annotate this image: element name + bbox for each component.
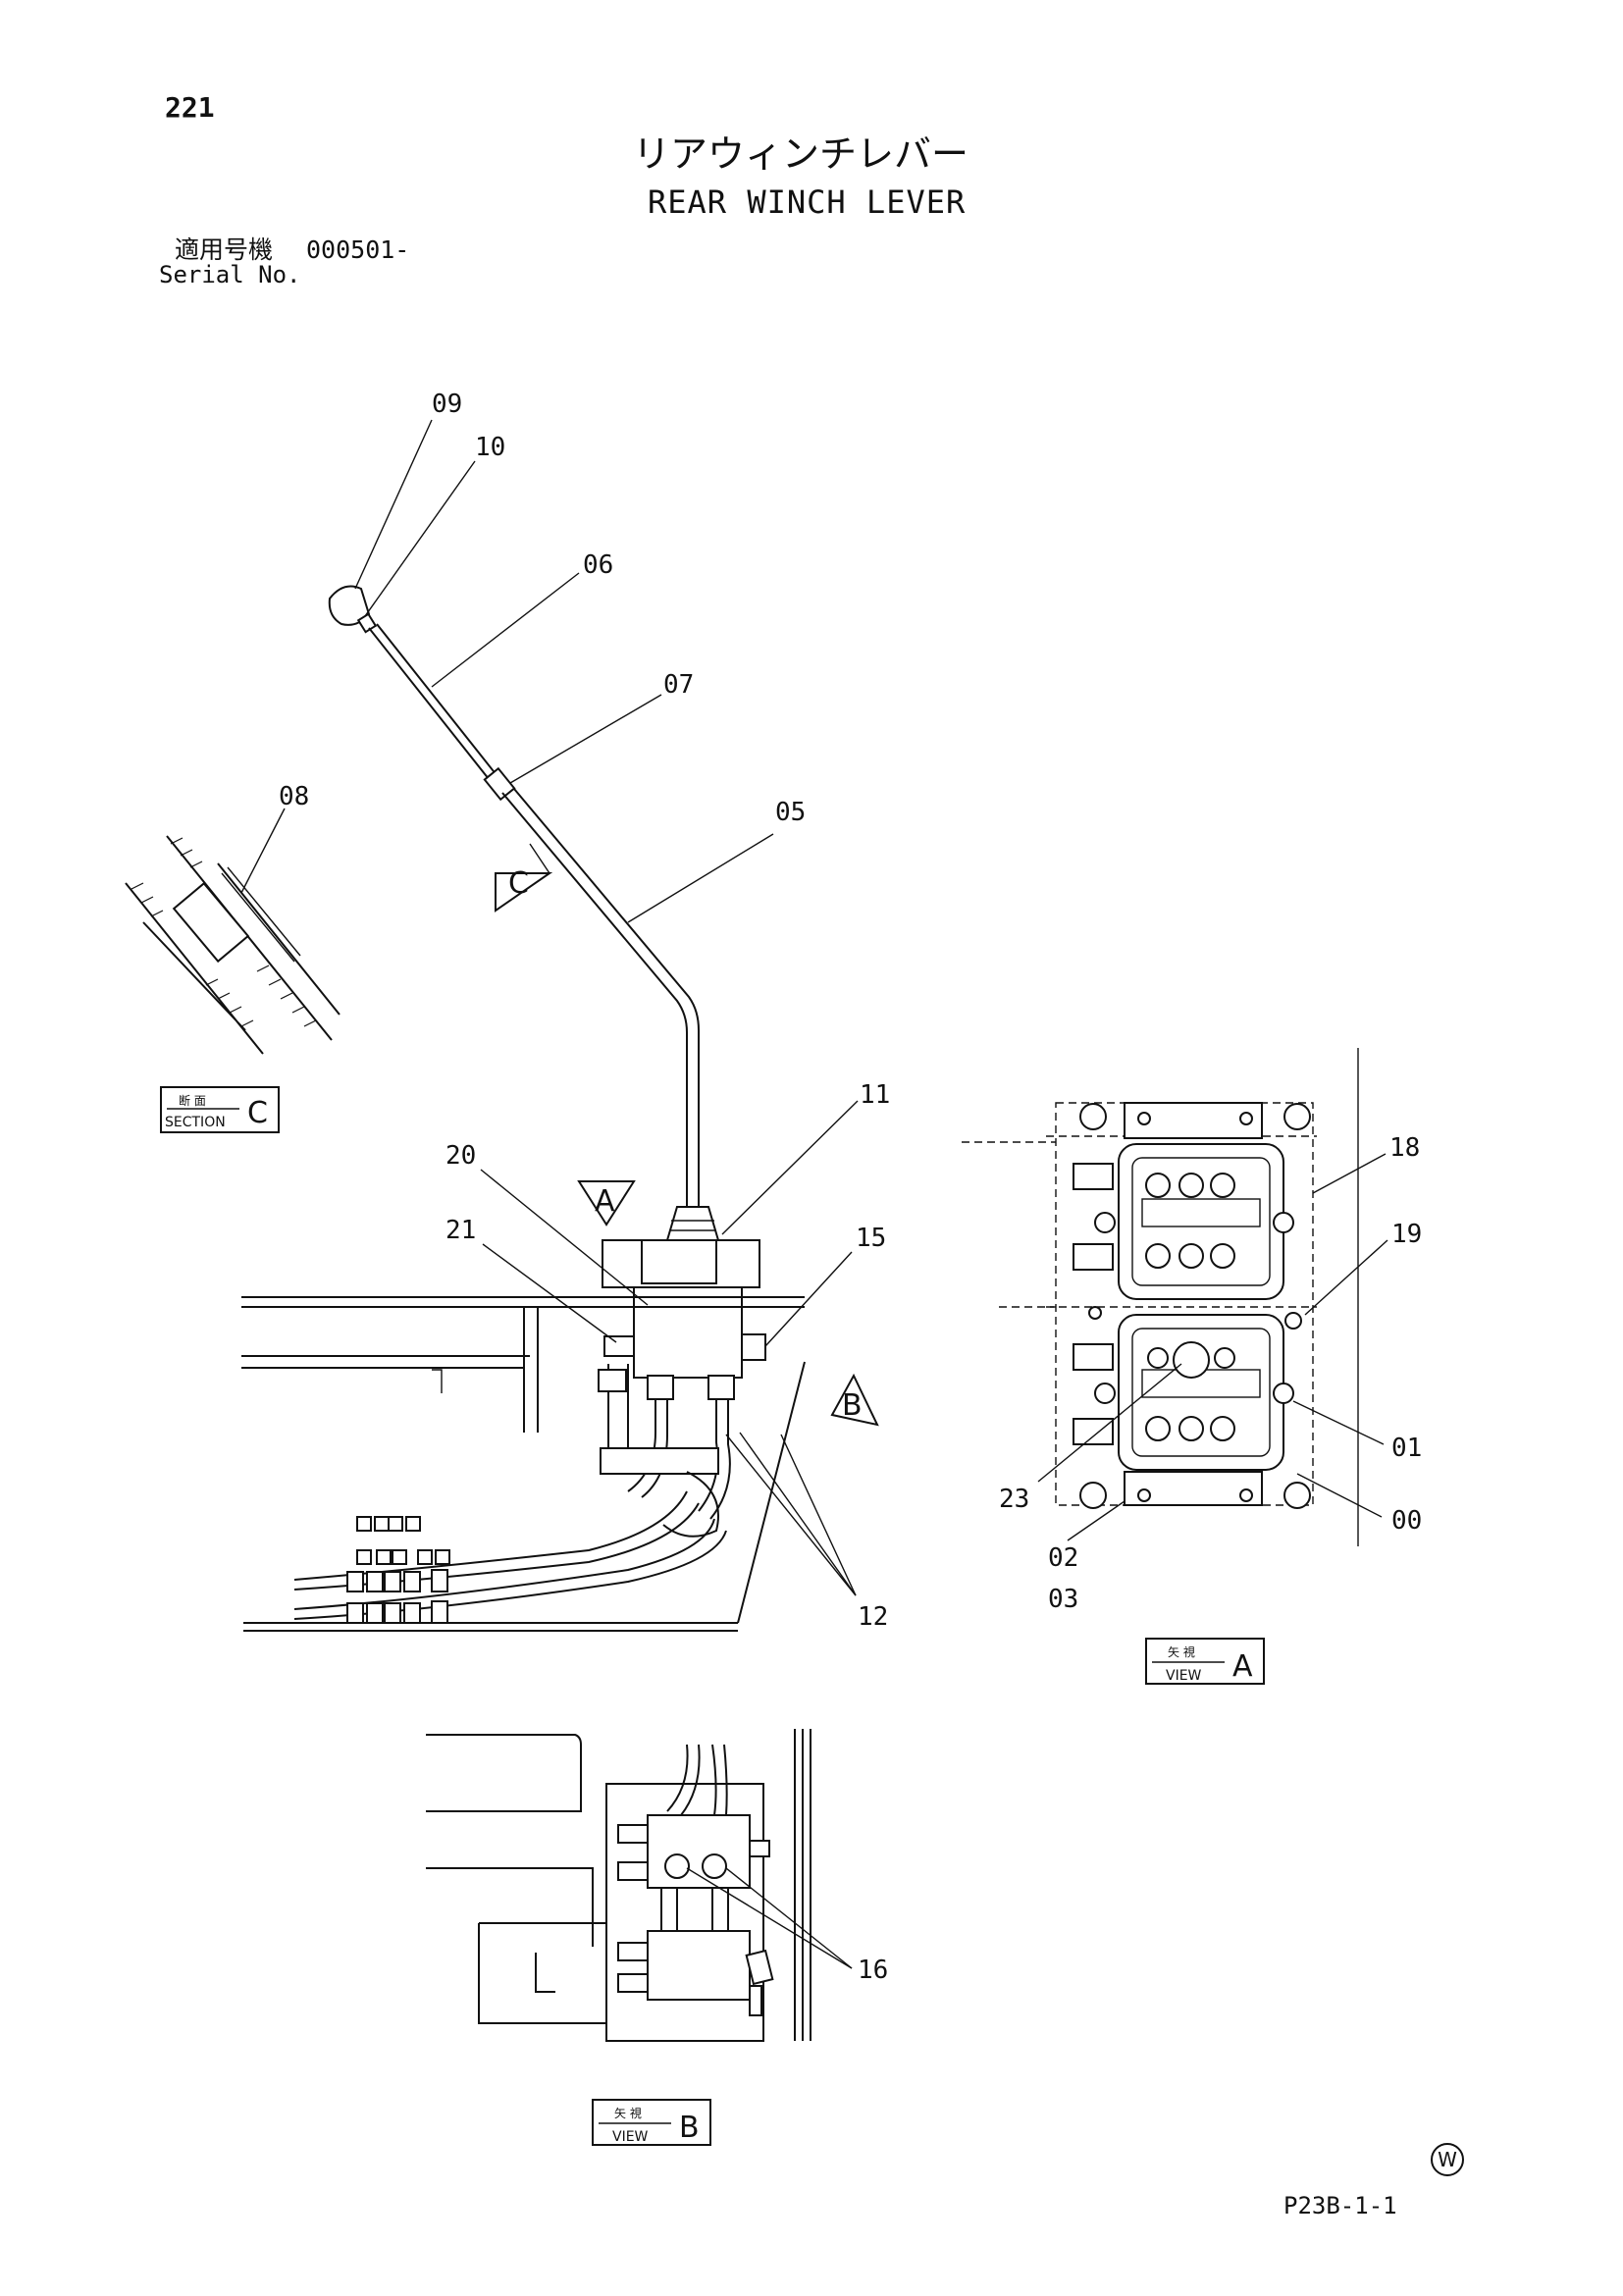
footer-page-code: P23B-1-1 [1283, 2192, 1397, 2219]
callout-09: 09 [432, 390, 462, 419]
pilot-valve-body [633, 1286, 743, 1379]
callout-12: 12 [858, 1602, 888, 1632]
lever-knob [328, 585, 371, 626]
callout-10: 10 [475, 433, 505, 462]
view-a-top-text: 矢 視 [1168, 1644, 1195, 1659]
callout-00: 00 [1391, 1506, 1422, 1536]
view-b-block-upper [647, 1814, 751, 1889]
section-c-top-text: 断 面 [179, 1093, 206, 1108]
lever-assembly [241, 585, 806, 1632]
view-b-top-text: 矢 視 [614, 2106, 642, 2120]
callout-23: 23 [999, 1485, 1029, 1514]
label-view-b: 矢 視 VIEW B [592, 2099, 711, 2146]
callout-20: 20 [445, 1141, 476, 1171]
valve-block-lower [1118, 1314, 1284, 1471]
view-arrow-a: A [577, 1180, 636, 1226]
callout-03: 03 [1048, 1585, 1078, 1614]
callout-18: 18 [1389, 1133, 1420, 1163]
serial-number-value: 000501- [306, 235, 410, 264]
callout-11: 11 [860, 1080, 890, 1110]
callout-16: 16 [858, 1956, 888, 1985]
arrow-a-letter: A [595, 1184, 615, 1219]
arrow-c-letter: C [508, 866, 529, 901]
fitting-right [741, 1333, 766, 1361]
callout-02: 02 [1048, 1543, 1078, 1573]
callout-01: 01 [1391, 1434, 1422, 1463]
mount-bracket [600, 1447, 719, 1475]
view-b-bottom-text: VIEW [612, 2129, 649, 2145]
view-arrow-c: C [495, 843, 553, 913]
view-b-block-lower [647, 1930, 751, 2001]
view-b-letter: B [679, 2111, 700, 2145]
lever-collar [483, 766, 516, 802]
lever-rod-lower [501, 792, 688, 1207]
view-a-letter: A [1232, 1649, 1253, 1684]
lever-boot [665, 1206, 720, 1241]
callout-07: 07 [663, 670, 694, 700]
view-a-detail [962, 1048, 1359, 1546]
section-c-detail [125, 835, 340, 1055]
section-c-bottom-text: SECTION [165, 1115, 226, 1130]
callout-15: 15 [856, 1224, 886, 1253]
w-mark-icon: W [1431, 2143, 1464, 2176]
frame-bottom [243, 1622, 738, 1632]
fitting-left [603, 1335, 635, 1357]
callout-19: 19 [1391, 1220, 1422, 1249]
label-section-c: 断 面 SECTION C [160, 1086, 280, 1133]
title-english: REAR WINCH LEVER [648, 183, 967, 221]
lever-rod-upper [368, 627, 497, 790]
frame-diagonal [737, 1361, 806, 1624]
section-c-letter: C [247, 1096, 268, 1130]
view-b-detail [426, 1729, 812, 2042]
view-a-bottom-text: VIEW [1166, 1668, 1202, 1684]
valve-block-upper [1118, 1143, 1284, 1300]
leader-lines [240, 419, 1388, 1969]
callout-21: 21 [445, 1216, 476, 1245]
callout-06: 06 [583, 550, 613, 580]
serial-label-english: Serial No. [159, 261, 301, 288]
serial-label-japanese: 適用号機 [175, 235, 274, 264]
callout-08: 08 [279, 782, 309, 811]
title-japanese: リアウィンチレバー [633, 132, 969, 176]
arrow-b-letter: B [842, 1388, 863, 1423]
view-arrow-b: B [830, 1373, 879, 1427]
page-number: 221 [165, 91, 215, 124]
label-view-a: 矢 視 VIEW A [1145, 1638, 1265, 1685]
callout-05: 05 [775, 798, 806, 827]
